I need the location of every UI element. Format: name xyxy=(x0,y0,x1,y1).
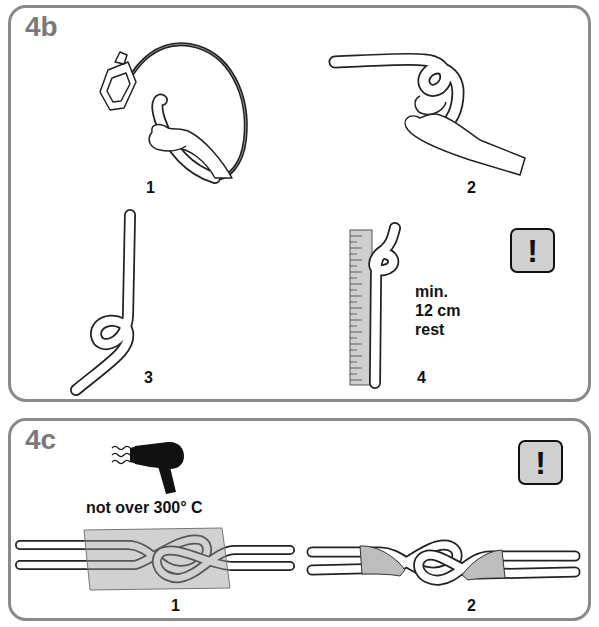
hair-dryer xyxy=(112,442,184,494)
step-number: 4c xyxy=(11,421,56,456)
cord-outline xyxy=(76,215,130,390)
figure-number: 1 xyxy=(171,596,180,615)
shrink-sleeve xyxy=(84,528,230,590)
ruler-tick xyxy=(350,332,362,333)
step-panel: 4b! xyxy=(8,5,591,402)
ruler-tick xyxy=(350,266,357,267)
warning-sign: ! xyxy=(510,228,555,273)
ruler-tick xyxy=(350,362,357,363)
thumb xyxy=(415,96,446,114)
ruler-tick xyxy=(350,278,357,279)
ruler-tick xyxy=(350,290,357,291)
warning-mark: ! xyxy=(535,447,546,479)
knot-illustration xyxy=(76,44,525,390)
ruler-tick xyxy=(350,302,357,303)
hand xyxy=(405,114,525,175)
cord-fill xyxy=(122,44,246,178)
ruler-tick xyxy=(350,272,362,273)
cord-outline xyxy=(122,44,246,178)
carabiner-swivel xyxy=(115,52,127,64)
ruler-tick xyxy=(350,242,357,243)
length-note: min. 12 cm rest xyxy=(415,282,467,340)
shrink-sleeve-illustration xyxy=(20,442,575,590)
ruler-tick xyxy=(350,350,357,351)
figure-number: 1 xyxy=(146,178,155,197)
ruler-tick xyxy=(350,308,362,309)
ruler-tick xyxy=(350,248,362,249)
ruler xyxy=(350,230,372,385)
ruler-tick xyxy=(350,314,357,315)
step-panel: 4c! xyxy=(8,418,591,621)
cord-outline xyxy=(374,228,395,383)
ruler-tick xyxy=(350,368,362,369)
shrunk-sleeve xyxy=(462,550,505,580)
figure-number: 4 xyxy=(417,368,426,387)
ruler-tick xyxy=(350,296,362,297)
ruler-tick xyxy=(350,374,357,375)
ruler-tick xyxy=(350,356,362,357)
carabiner-body xyxy=(100,62,136,110)
ruler-tick xyxy=(350,326,357,327)
cord-fill xyxy=(374,228,395,383)
figure-number: 2 xyxy=(467,178,476,197)
warning-mark: ! xyxy=(527,235,538,267)
figure-number: 2 xyxy=(467,596,476,615)
step-number: 4b xyxy=(11,8,58,43)
ruler-tick xyxy=(350,284,362,285)
figure-number: 3 xyxy=(144,368,153,387)
ruler-tick xyxy=(350,260,362,261)
shrunk-sleeve xyxy=(360,546,405,576)
warning-sign: ! xyxy=(518,440,563,485)
ruler-tick xyxy=(350,254,357,255)
cord-fill xyxy=(76,215,130,390)
carabiner-gate xyxy=(107,73,130,102)
ruler-tick xyxy=(350,344,362,345)
thumb xyxy=(149,132,186,151)
ruler-tick xyxy=(350,320,362,321)
ruler-tick xyxy=(350,338,357,339)
ruler-tick xyxy=(350,236,362,237)
temperature-note: not over 300° C xyxy=(86,498,203,517)
ruler-tick xyxy=(350,380,362,381)
